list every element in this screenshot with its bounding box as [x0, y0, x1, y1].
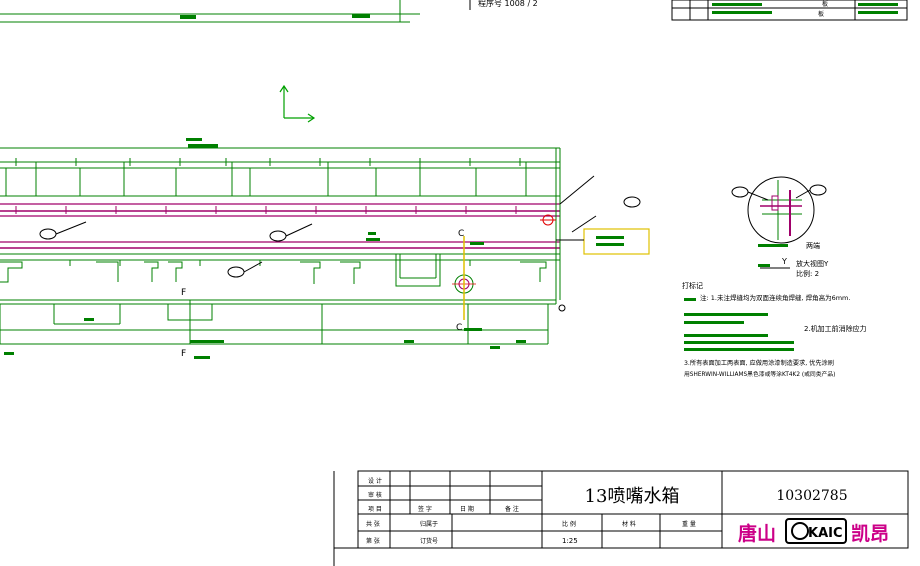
- drawing-number: 10302785: [776, 488, 847, 504]
- note-1: 注: 1.未注焊缝均为双面连续角焊缝, 焊角高为6mm.: [700, 293, 850, 302]
- tb-order: 订货号: [420, 537, 438, 545]
- tb-material-label: 材 料: [622, 520, 636, 528]
- top-right-row1: 板: [822, 0, 828, 8]
- zoom-scale: 比例: 2: [796, 269, 819, 278]
- tb-note: 备 注: [505, 505, 519, 513]
- tank-elevation: C C F F: [0, 138, 650, 359]
- technical-notes: 打标记 注: 1.未注焊缝均为双面连续角焊缝, 焊角高为6mm. 2.机加工前消…: [682, 281, 867, 378]
- section-c-top: C: [458, 229, 464, 239]
- tb-scale-value: 1:25: [562, 537, 578, 545]
- tb-prepare: 共 张: [366, 520, 380, 528]
- tb-weight-label: 重 量: [682, 520, 696, 528]
- note-3: 3.所有表面加工两表面, 应做用涂漆制造要求, 优先涂刷: [684, 359, 834, 367]
- top-right-table: 板 板: [671, 0, 908, 21]
- section-f-top: F: [181, 288, 186, 298]
- tb-item: 项 目: [368, 506, 382, 513]
- tb-sign: 签 字: [418, 505, 432, 513]
- tb-design: 设 计: [368, 477, 382, 485]
- top-note: 程序号 1008 / 2: [478, 0, 538, 8]
- tb-attached: 归属于: [420, 520, 438, 528]
- y-marker: Y: [781, 257, 787, 266]
- note-4: 用SHERWIN-WILLIAMS黑色漆或等涂KT4K2 (或同类产品): [684, 370, 835, 378]
- section-f-bottom: F: [181, 349, 186, 359]
- tb-date: 日 期: [460, 505, 474, 513]
- note-2: 2.机加工前消除应力: [804, 324, 867, 333]
- section-c-bottom: C: [456, 323, 462, 333]
- company-name: 凯昂: [851, 523, 889, 545]
- top-fragment: 程序号 1008 / 2: [0, 0, 538, 23]
- top-right-row2: 板: [818, 10, 824, 18]
- detail-view-y: 两端 Y 放大视图Y 比例: 2: [731, 176, 829, 278]
- zoom-tag: 两端: [806, 241, 820, 250]
- title-block: 设 计 审 核 项 目 签 字 日 期 备 注 共 张 归属于 第 张 订货号 …: [333, 470, 909, 566]
- ucs-axis-icon: [279, 84, 316, 123]
- kaic-logo: KAIC: [785, 518, 847, 544]
- tb-sheet: 第 张: [366, 537, 380, 545]
- notes-heading: 打标记: [682, 281, 703, 290]
- company-brand: KAIC: [808, 526, 843, 541]
- drawing-title: 13喷嘴水箱: [585, 486, 680, 507]
- tb-check: 审 核: [368, 491, 382, 499]
- company-city: 唐山: [738, 522, 776, 545]
- zoom-view: 放大视图Y: [796, 259, 829, 268]
- tb-scale-label: 比 例: [562, 520, 576, 528]
